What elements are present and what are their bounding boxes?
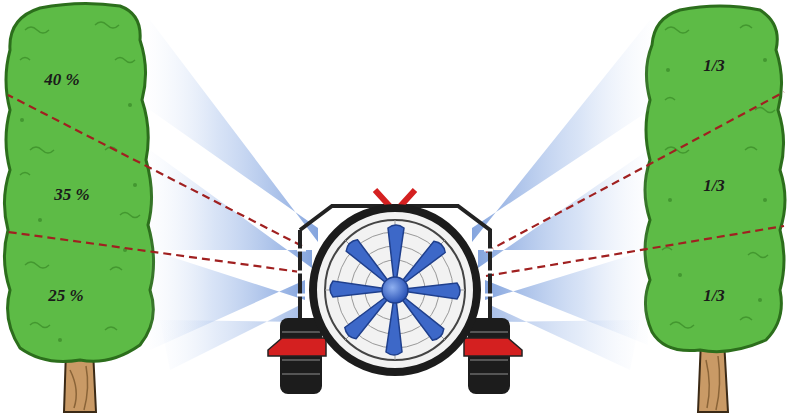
zone-percentage: 1/3 [703,177,725,196]
zone-percentage: 25 % [48,287,83,306]
zone-percentage: 35 % [54,186,89,205]
zone-percentage: 40 % [44,71,79,90]
zone-percentage: 1/3 [703,287,725,306]
zone-percentage: 1/3 [703,57,725,76]
